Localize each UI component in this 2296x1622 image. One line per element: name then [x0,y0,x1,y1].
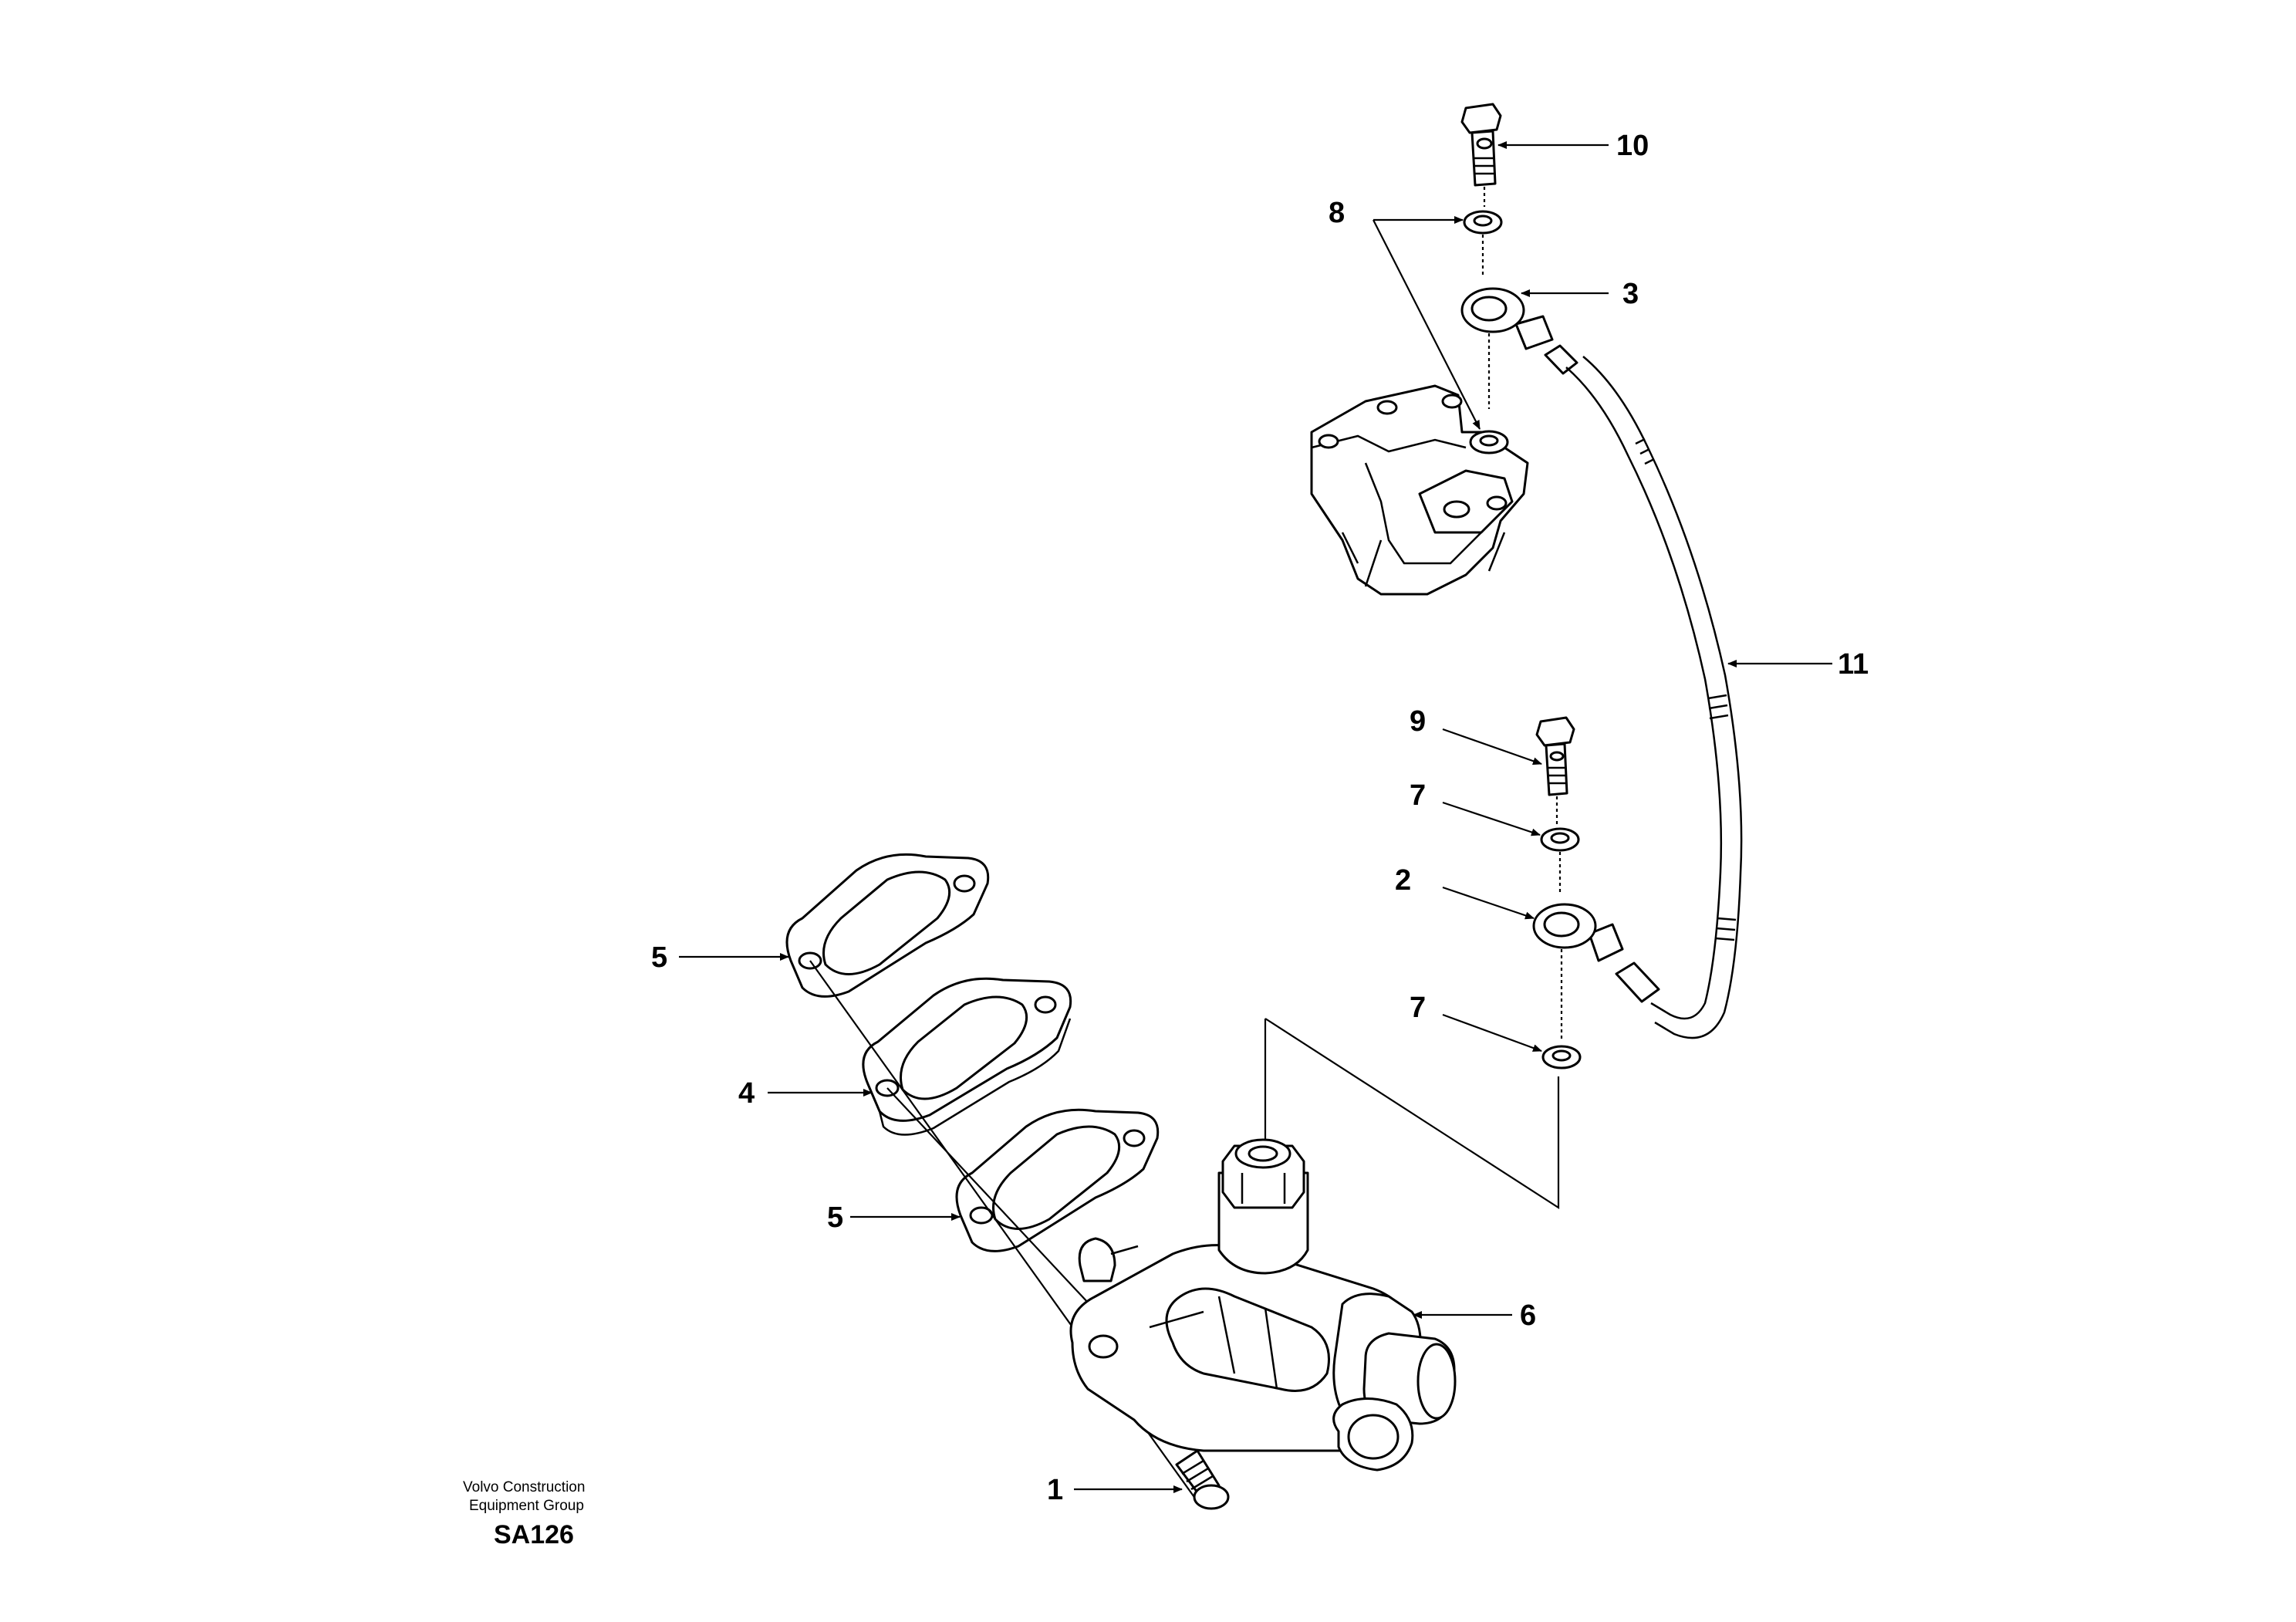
sealing-washer-8-upper [1463,210,1503,278]
callout-3: 3 [1622,278,1639,310]
fuel-hose-11 [1544,344,1743,1039]
sealing-washer-7-lower [1541,1045,1582,1070]
sealing-washer-8-lower [1469,430,1509,454]
footer-brand-line-1: Volvo Construction [463,1479,585,1495]
banjo-bolt-10 [1460,103,1502,207]
bolt-1 [1175,1449,1230,1510]
callout-7-upper: 7 [1410,779,1426,812]
callout-5-upper: 5 [651,941,667,974]
callout-leaders [679,141,1832,1493]
banjo-bolt-9 [1535,716,1575,826]
banjo-fitting-3 [1460,287,1554,409]
spacer-plate-4 [862,977,1072,1136]
callout-2: 2 [1395,864,1411,897]
fuel-feed-pump-6 [1069,1138,1457,1472]
banjo-fitting-2 [1532,903,1624,1042]
callout-4: 4 [738,1077,755,1110]
callout-7-lower: 7 [1410,992,1426,1024]
callout-9: 9 [1410,705,1426,738]
callout-10: 10 [1616,130,1649,162]
alignment-line-stud [886,1087,1112,1328]
callout-6: 6 [1520,1299,1536,1332]
drawing-code: SA126 [494,1520,574,1549]
footer-brand-line-2: Equipment Group [469,1498,584,1514]
assembly-line-v [1264,1018,1560,1210]
callout-5-lower: 5 [827,1201,843,1234]
gasket-5-upper [785,853,990,998]
sealing-washer-7-upper [1540,827,1580,895]
callout-11: 11 [1838,648,1869,681]
filter-head-bracket [1310,384,1529,596]
callout-8: 8 [1329,197,1345,229]
gasket-5-lower [955,1108,1160,1252]
callout-1: 1 [1047,1474,1063,1506]
